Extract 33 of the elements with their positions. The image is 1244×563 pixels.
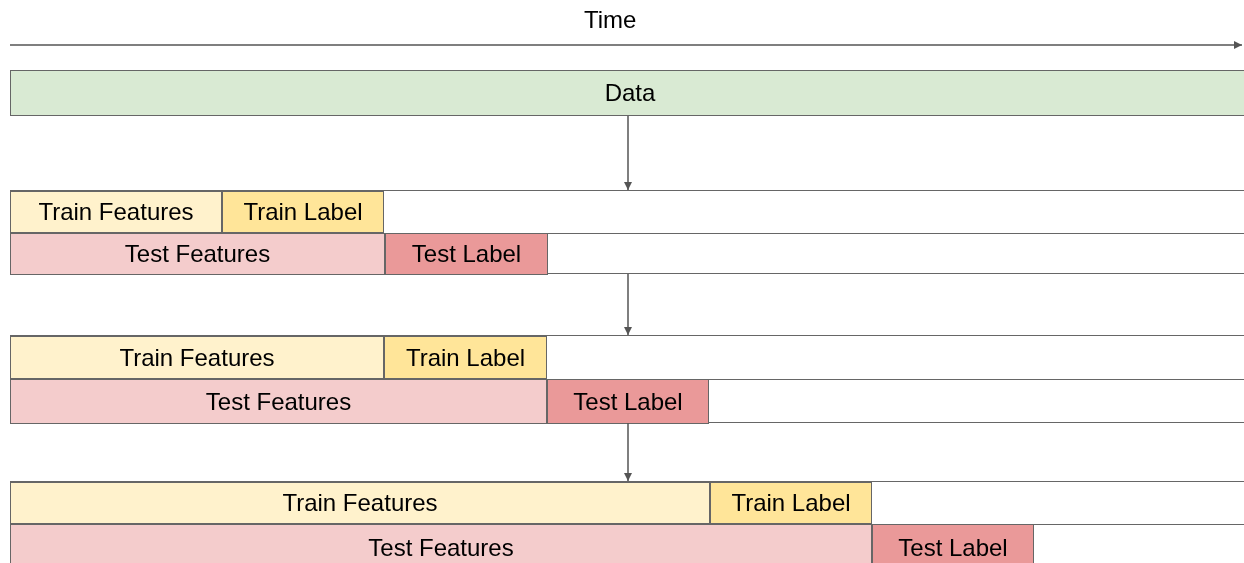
data-bar <box>10 70 1244 116</box>
arrow <box>624 273 632 336</box>
box-label: Test Features <box>124 242 271 266</box>
box-label: Train Label <box>405 345 526 370</box>
box-label: Train Label <box>243 200 363 224</box>
test-label-box <box>385 233 548 275</box>
split-band <box>10 481 1244 563</box>
train-features-box <box>10 336 384 379</box>
test-label-box <box>872 524 1034 563</box>
box-label: Data <box>604 81 656 105</box>
train-label-box <box>384 336 547 379</box>
test-features-box <box>10 233 385 275</box>
box-label: Test Label <box>411 242 522 266</box>
split-band <box>10 190 1244 274</box>
arrow <box>624 422 632 482</box>
box-label: Train Label <box>731 491 851 515</box>
box-label: Train Features <box>119 345 275 370</box>
box-label: Test Label <box>898 536 1008 560</box>
train-label-box <box>222 191 384 233</box>
test-features-box <box>10 524 872 563</box>
axis-label: Time <box>584 8 637 32</box>
test-features-box <box>10 379 547 424</box>
train-features-box <box>10 191 222 233</box>
box-label: Train Features <box>38 200 194 224</box>
train-features-box <box>10 482 710 524</box>
box-label: Test Features <box>205 389 352 414</box>
box-label: Test Features <box>368 536 514 560</box>
test-label-box <box>547 379 709 424</box>
split-band <box>10 335 1244 423</box>
box-label: Train Features <box>282 491 438 515</box>
box-label: Test Label <box>573 389 683 414</box>
arrow <box>624 115 632 191</box>
train-label-box <box>710 482 872 524</box>
